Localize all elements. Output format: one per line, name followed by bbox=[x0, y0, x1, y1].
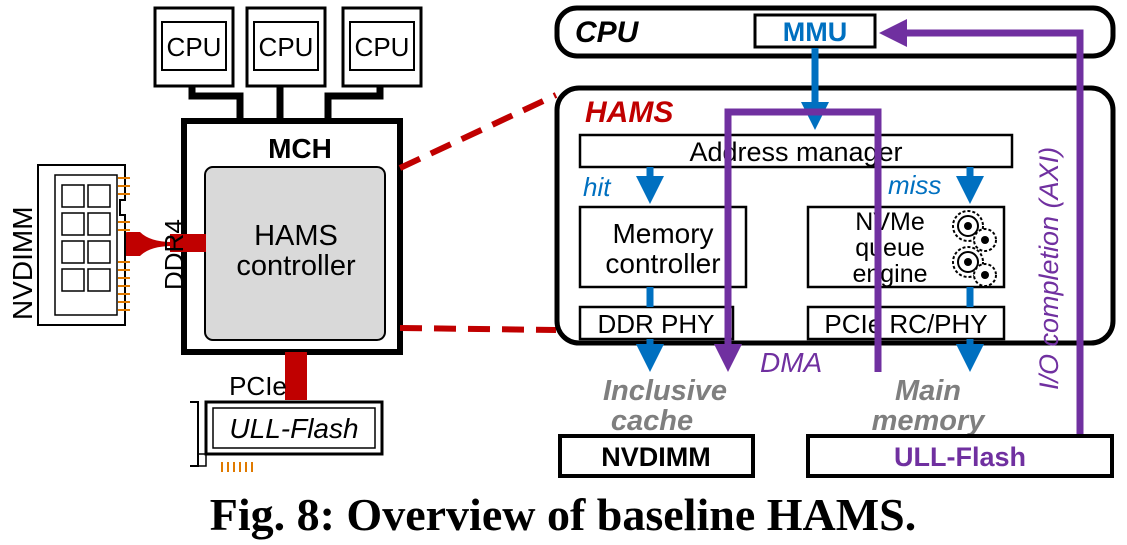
ull-flash-box bbox=[806, 434, 1114, 478]
controller-line1: HAMS bbox=[254, 220, 338, 252]
blue-flow-arrows bbox=[636, 48, 984, 372]
inclusive-cache-line1: Inclusive bbox=[603, 375, 727, 407]
ddr-phy-box bbox=[578, 305, 735, 341]
pcie-label: PCIe bbox=[229, 371, 287, 401]
ull-flash-card bbox=[190, 400, 384, 472]
nvdimm-box bbox=[558, 434, 755, 478]
nvme-line2: queue bbox=[855, 234, 925, 262]
ull-flash-card-label: ULL-Flash bbox=[229, 413, 358, 444]
controller-line2: controller bbox=[236, 250, 356, 282]
cpu-chip-label: CPU bbox=[259, 32, 314, 62]
pcie-phy-box bbox=[806, 305, 1006, 341]
zoom-line-bottom bbox=[399, 325, 557, 333]
inclusive-cache-line2: cache bbox=[611, 405, 693, 437]
nvdimm-side-label: NVDIMM bbox=[7, 206, 38, 320]
hit-label: hit bbox=[583, 172, 612, 202]
hams-controller-box bbox=[204, 166, 386, 341]
ddr-phy-label: DDR PHY bbox=[597, 309, 714, 339]
memory-controller-box bbox=[578, 205, 748, 289]
mch-label: MCH bbox=[268, 133, 332, 164]
ddr4-connector bbox=[170, 234, 206, 252]
hams-label: HAMS bbox=[585, 96, 673, 129]
cpu-chip-3: CPU bbox=[341, 6, 423, 88]
cpu-bus-lines bbox=[188, 86, 384, 120]
io-completion-label: I/O completion (AXI) bbox=[1034, 147, 1064, 390]
dma-path bbox=[714, 108, 882, 372]
miss-label: miss bbox=[888, 170, 941, 200]
mmu-label: MMU bbox=[783, 17, 847, 47]
zoom-line-top bbox=[398, 92, 558, 171]
io-completion-path bbox=[879, 19, 1084, 438]
mmu-box bbox=[753, 13, 877, 49]
cpu-bar-label: CPU bbox=[575, 16, 640, 49]
main-memory-line2: memory bbox=[872, 405, 987, 437]
nvdimm-box-label: NVDIMM bbox=[601, 442, 711, 472]
memory-controller-line1: Memory bbox=[612, 218, 713, 249]
pcie-phy-label: PCIe RC/PHY bbox=[824, 309, 987, 339]
figure-caption: Fig. 8: Overview of baseline HAMS. bbox=[210, 489, 917, 540]
cpu-chip-label: CPU bbox=[355, 32, 410, 62]
cpu-chip-1: CPU bbox=[153, 6, 235, 88]
nvme-line3: engine bbox=[852, 260, 927, 288]
ddr4-link bbox=[115, 232, 172, 256]
dma-label: DMA bbox=[760, 347, 822, 378]
nvdimm-module-icon bbox=[37, 164, 130, 326]
main-memory-line1: Main bbox=[895, 375, 961, 407]
ull-flash-box-label: ULL-Flash bbox=[894, 442, 1026, 472]
nvme-line1: NVMe bbox=[855, 208, 924, 236]
pcie-link bbox=[285, 352, 307, 400]
address-manager-box bbox=[578, 133, 1014, 169]
gear-icon bbox=[952, 246, 997, 287]
cpu-chip-2: CPU bbox=[245, 6, 327, 88]
cpu-chip-label: CPU bbox=[167, 32, 222, 62]
gear-icon bbox=[952, 210, 997, 252]
ddr4-label: DDR4 bbox=[159, 219, 189, 290]
memory-controller-line2: controller bbox=[605, 248, 720, 279]
address-manager-label: Address manager bbox=[689, 137, 902, 167]
